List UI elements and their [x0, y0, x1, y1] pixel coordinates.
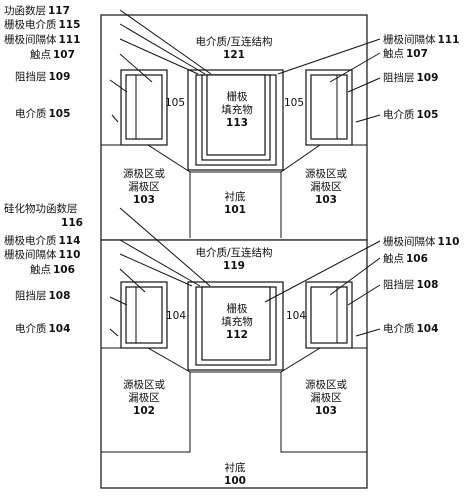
top-sd-right-name2: 漏极区 — [310, 180, 342, 193]
top-right-contact — [305, 69, 353, 146]
top-sd-left-name2: 漏极区 — [128, 180, 160, 193]
top-left-contact — [120, 69, 168, 146]
top-gate-fill-name1: 栅极 — [227, 90, 248, 103]
bottom-sd-left-num: 102 — [133, 405, 155, 417]
top-dielectric-right: 105 — [284, 97, 304, 109]
top-interconnect-num: 121 — [223, 49, 245, 61]
top-gate-fill-num: 113 — [226, 117, 248, 129]
bottom-sd-right-name1: 源极区或 — [305, 378, 347, 391]
bottom-sd-right-num: 103 — [315, 405, 337, 417]
top-substrate-num: 101 — [224, 204, 246, 216]
bottom-inner-labels: 电介质/互连结构 119 栅极 填充物 112 104 104 源极区或 漏极区… — [123, 246, 347, 487]
bottom-left-contact — [120, 281, 168, 349]
bottom-interconnect-name: 电介质/互连结构 — [195, 246, 272, 259]
top-interconnect-name: 电介质/互连结构 — [195, 35, 272, 48]
top-inner-labels: 电介质/互连结构 121 栅极 填充物 113 105 105 源极区或 漏极区… — [123, 35, 347, 216]
top-structure — [100, 14, 368, 241]
top-dielectric-left: 105 — [165, 97, 185, 109]
bottom-sd-left-name1: 源极区或 — [123, 378, 165, 391]
top-sd-left-num: 103 — [133, 194, 155, 206]
bottom-substrate-num: 100 — [224, 475, 246, 487]
bottom-right-contact — [305, 281, 353, 349]
top-sd-left-name1: 源极区或 — [123, 167, 165, 180]
bottom-gate-fill-num: 112 — [226, 329, 248, 341]
bottom-gate-fill-name2: 填充物 — [221, 315, 253, 328]
bottom-label-silicide-num: 116 — [61, 217, 83, 229]
top-gate-stack — [187, 69, 284, 171]
bottom-sd-left-name2: 漏极区 — [128, 391, 160, 404]
bottom-dielectric-right: 104 — [286, 310, 306, 322]
bottom-structure — [100, 239, 368, 489]
bottom-dielectric-left: 104 — [166, 310, 186, 322]
top-sd-right-name1: 源极区或 — [305, 167, 347, 180]
bottom-sd-right-name2: 漏极区 — [310, 391, 342, 404]
bottom-gate-stack — [187, 281, 284, 371]
top-gate-fill-name2: 填充物 — [221, 103, 253, 116]
bottom-gate-fill-name1: 栅极 — [227, 302, 248, 315]
top-substrate-name: 衬底 — [225, 190, 246, 203]
top-sd-right-num: 103 — [315, 194, 337, 206]
bottom-label-silicide: 硅化物功函数层 — [4, 202, 78, 215]
leader-lines — [109, 9, 381, 337]
bottom-interconnect-num: 119 — [223, 260, 245, 272]
bottom-substrate-name: 衬底 — [225, 461, 246, 474]
